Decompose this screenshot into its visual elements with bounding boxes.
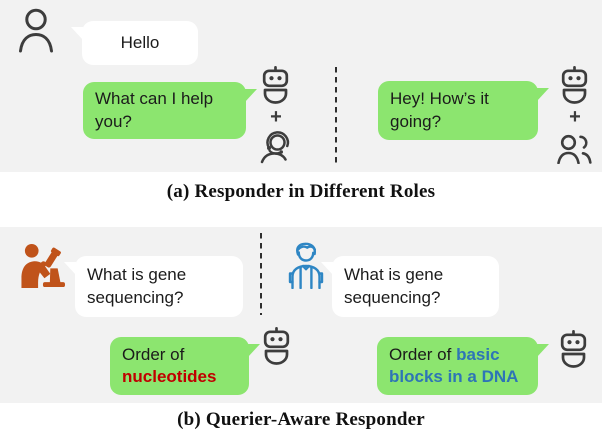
- user-message-text: Hello: [120, 32, 160, 52]
- caption-b: (b) Querier-Aware Responder: [177, 409, 425, 430]
- student-backpack-icon: [286, 242, 326, 289]
- answer-left-bubble: Order of nucleotides: [110, 337, 260, 395]
- querier-right-question-bubble: What is gene sequencing?: [321, 256, 499, 317]
- answer-left-line1: Order of: [122, 344, 185, 364]
- headset-agent-icon: [258, 128, 295, 164]
- responder-right-line1: Hey! How’s it: [390, 89, 489, 109]
- plus-sign: +: [270, 106, 282, 128]
- question-line1: What is gene: [344, 265, 444, 285]
- panel-b-divider: [260, 233, 263, 315]
- plus-sign: +: [569, 106, 581, 128]
- responder-right-bubble: Hey! How’s it going?: [378, 81, 549, 140]
- querier-left-question-bubble: What is gene sequencing?: [64, 256, 243, 317]
- question-line2: sequencing?: [344, 287, 441, 307]
- question-line1: What is gene: [87, 265, 187, 285]
- panel-a-divider: [335, 67, 338, 164]
- answer-right-line1: Order of basic: [389, 344, 526, 366]
- robot-icon: [261, 327, 292, 365]
- answer-right-highlight1: basic: [456, 344, 500, 364]
- scientist-microscope-icon: [17, 243, 67, 288]
- panel-querier-aware: What is gene sequencing? Order of nucleo…: [0, 227, 602, 403]
- panel-responder-roles: Hello What can I help you? +: [0, 0, 602, 172]
- robot-icon: [559, 66, 590, 104]
- responder-right-line2: going?: [390, 111, 442, 131]
- two-users-icon: [556, 133, 593, 164]
- answer-right-highlight2: blocks in a DNA: [389, 367, 519, 386]
- person-icon: [17, 7, 55, 53]
- question-line2: sequencing?: [87, 287, 184, 307]
- answer-right-prefix: Order of: [389, 344, 457, 364]
- responder-left-bubble: What can I help you?: [83, 82, 257, 139]
- responder-left-line2: you?: [95, 111, 132, 131]
- user-message-bubble: Hello: [71, 21, 198, 65]
- robot-icon: [260, 66, 291, 104]
- caption-a: (a) Responder in Different Roles: [166, 181, 436, 202]
- responder-left-line1: What can I help: [95, 89, 214, 109]
- answer-right-bubble: Order of basic blocks in a DNA: [377, 337, 549, 395]
- answer-left-highlight: nucleotides: [122, 367, 217, 386]
- robot-icon: [558, 330, 589, 368]
